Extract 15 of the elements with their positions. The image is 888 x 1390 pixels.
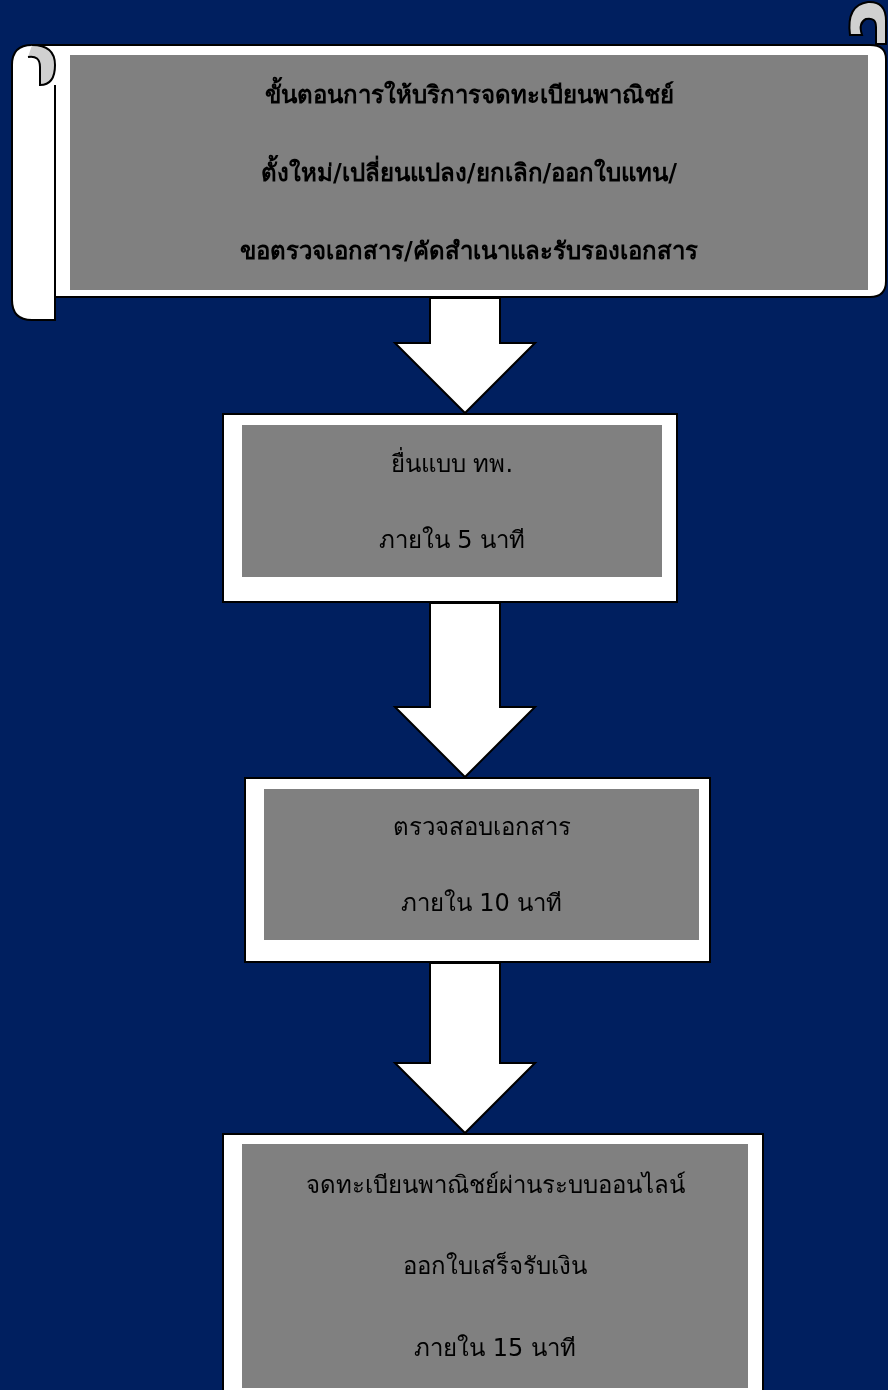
step-text: ตรวจสอบเอกสาร — [392, 812, 571, 844]
step-text: ภายใน 5 นาที — [378, 524, 526, 556]
step-text: ยื่นแบบ ทพ. — [390, 446, 514, 480]
title-text: ตั้งใหม่/เปลี่ยนแปลง/ยกเลิก/ออกใบแทน/ — [260, 153, 678, 192]
title-text: ขอตรวจเอกสาร/คัดสำเนาและรับรองเอกสาร — [240, 236, 698, 268]
step-text: จดทะเบียนพาณิชย์ผ่านระบบออนไลน์ — [305, 1170, 685, 1202]
block-arrow — [392, 962, 538, 1135]
block-arrow — [392, 297, 538, 415]
block-arrow — [392, 602, 538, 779]
step-text: ภายใน 10 นาที — [400, 887, 563, 919]
process-box — [222, 413, 678, 603]
process-box — [244, 777, 711, 963]
step-text: ภายใน 15 นาที — [414, 1332, 576, 1364]
title-text: ขั้นตอนการให้บริการจดทะเบียนพาณิชย์ — [264, 74, 674, 114]
step-text: ออกใบเสร็จรับเงิน — [403, 1250, 587, 1283]
